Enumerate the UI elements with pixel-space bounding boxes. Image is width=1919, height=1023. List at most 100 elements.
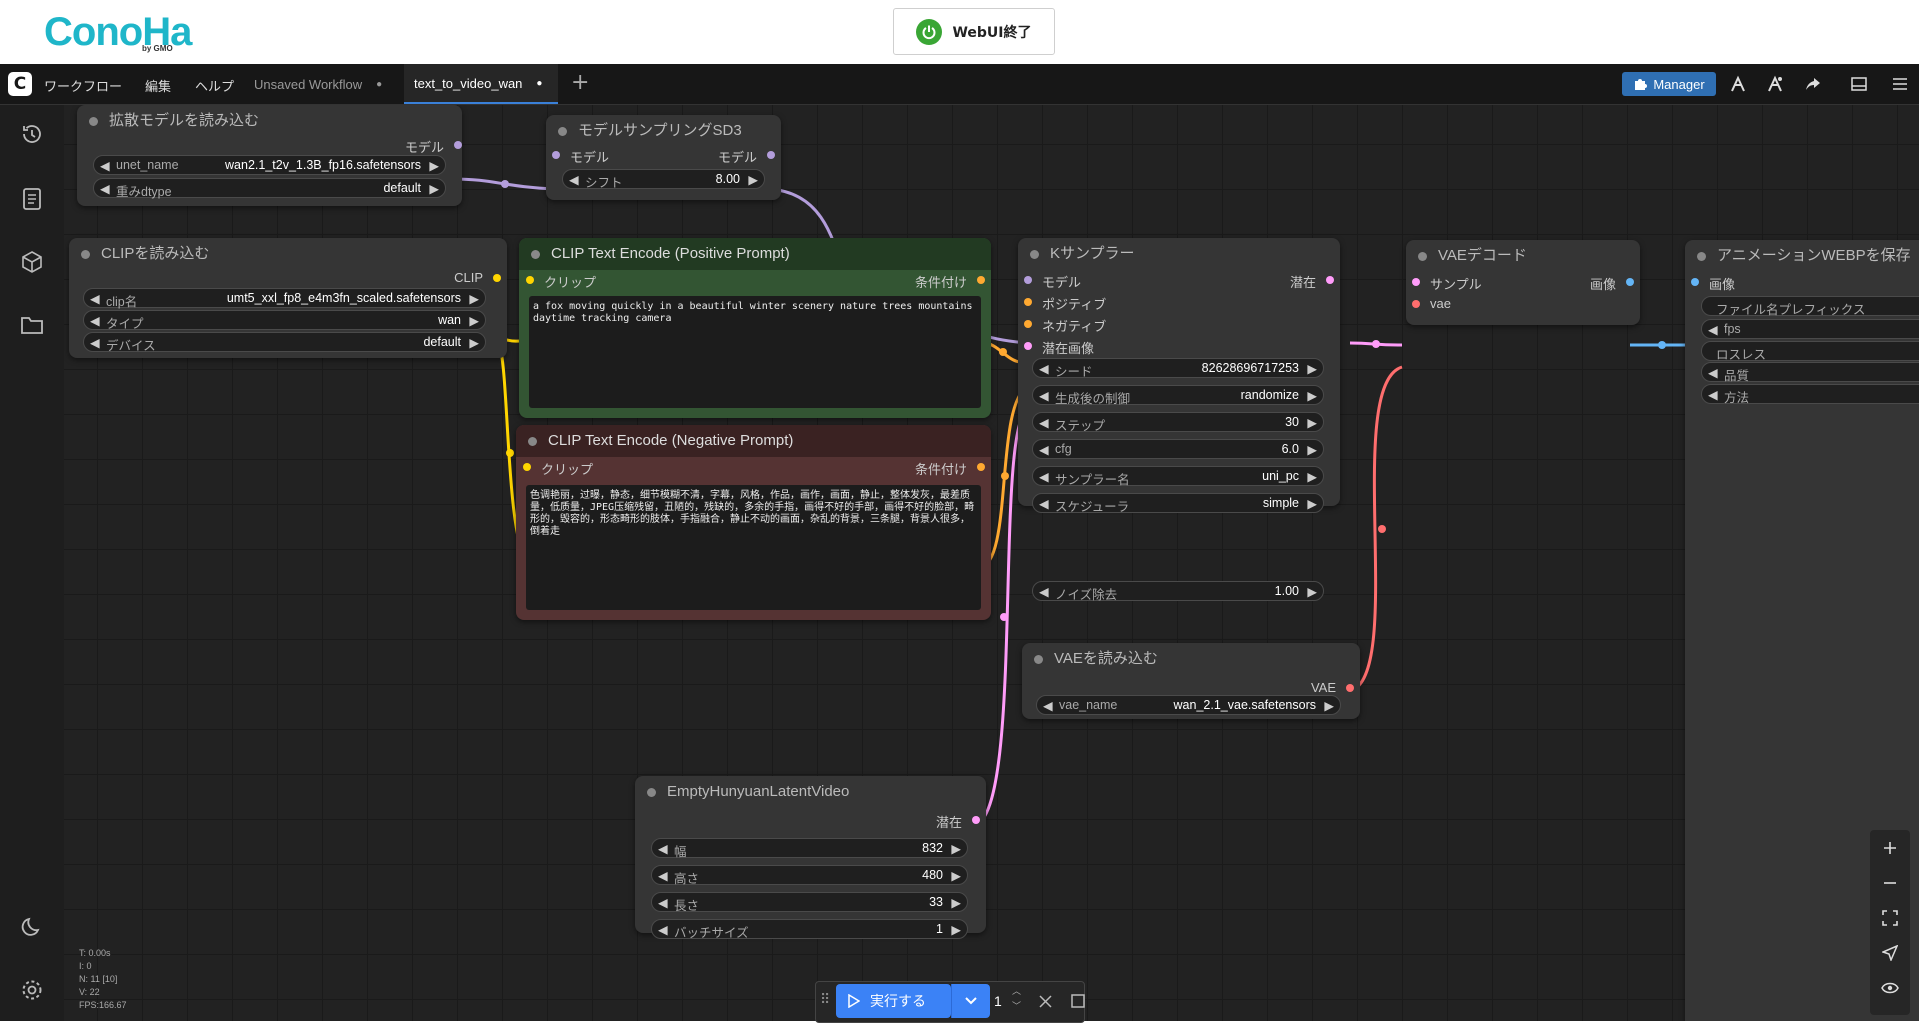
arrow-right-icon[interactable]: ▶ [1307, 470, 1317, 484]
arrow-left-icon[interactable]: ◀ [90, 292, 100, 306]
socket-dot-icon[interactable] [552, 151, 560, 159]
arrow-left-icon[interactable]: ◀ [658, 896, 668, 910]
arrow-right-icon[interactable]: ▶ [1324, 699, 1334, 713]
node-title[interactable]: モデルサンプリングSD3 [546, 115, 781, 147]
arrow-right-icon[interactable]: ▶ [1307, 389, 1317, 403]
arrow-left-icon[interactable]: ◀ [1039, 585, 1049, 599]
menu-help[interactable]: ヘルプ [195, 80, 235, 95]
arrow-right-icon[interactable]: ▶ [429, 159, 439, 173]
arrow-right-icon[interactable]: ▶ [1307, 362, 1317, 376]
socket-dot-icon[interactable] [1326, 276, 1334, 284]
document-icon[interactable] [18, 185, 46, 213]
arrow-left-icon[interactable]: ◀ [1039, 416, 1049, 430]
socket-dot-icon[interactable] [1024, 276, 1032, 284]
widget-lossless[interactable]: ロスレス [1701, 341, 1919, 362]
output-image[interactable]: 画像 [1590, 274, 1634, 293]
node-vae-decode[interactable]: VAEデコード サンプル vae 画像 [1406, 240, 1640, 325]
input-samples[interactable]: サンプル [1412, 274, 1482, 293]
input-clip[interactable]: クリップ [523, 459, 593, 478]
widget-quality[interactable]: ◀品質 [1701, 362, 1919, 383]
arrow-right-icon[interactable]: ▶ [951, 869, 961, 883]
output-vae[interactable]: VAE [1311, 680, 1354, 695]
arrow-right-icon[interactable]: ▶ [951, 923, 961, 937]
output-model[interactable]: モデル [718, 147, 775, 166]
socket-dot-icon[interactable] [1346, 684, 1354, 692]
arrow-right-icon[interactable]: ▶ [1307, 416, 1317, 430]
socket-dot-icon[interactable] [1412, 278, 1420, 286]
unsaved-dot-icon[interactable]: ● [376, 78, 383, 90]
input-model[interactable]: モデル [1024, 272, 1081, 291]
panel-toggle-icon[interactable] [1847, 72, 1871, 96]
widget-method[interactable]: ◀方法 [1701, 384, 1919, 405]
arrow-left-icon[interactable]: ◀ [100, 159, 110, 173]
arrow-left-icon[interactable]: ◀ [569, 173, 579, 187]
arrow-right-icon[interactable]: ▶ [951, 896, 961, 910]
manager-button[interactable]: Manager [1622, 72, 1716, 96]
arrow-left-icon[interactable]: ◀ [1708, 388, 1718, 402]
tab-unsaved-workflow[interactable]: Unsaved Workflow● [244, 64, 404, 104]
node-title[interactable]: VAEを読み込む [1022, 643, 1360, 675]
moon-icon[interactable] [18, 913, 46, 941]
input-latent-image[interactable]: 潜在画像 [1024, 338, 1094, 357]
node-title[interactable]: CLIP Text Encode (Negative Prompt) [516, 425, 991, 457]
output-conditioning[interactable]: 条件付け [915, 272, 985, 291]
node-title[interactable]: CLIPを読み込む [69, 238, 507, 270]
pointer-icon[interactable] [1880, 943, 1900, 963]
input-clip[interactable]: クリップ [526, 272, 596, 291]
arrow-left-icon[interactable]: ◀ [1708, 323, 1718, 337]
arrow-right-icon[interactable]: ▶ [429, 182, 439, 196]
unsaved-dot-icon[interactable]: ● [536, 77, 543, 89]
input-negative[interactable]: ネガティブ [1024, 316, 1106, 335]
socket-dot-icon[interactable] [767, 151, 775, 159]
arrow-left-icon[interactable]: ◀ [1708, 366, 1718, 380]
arrow-left-icon[interactable]: ◀ [1039, 497, 1049, 511]
arrow-left-icon[interactable]: ◀ [658, 842, 668, 856]
socket-dot-icon[interactable] [977, 463, 985, 471]
socket-dot-icon[interactable] [1024, 320, 1032, 328]
node-title[interactable]: EmptyHunyuanLatentVideo [635, 776, 986, 808]
folder-icon[interactable] [18, 311, 46, 339]
input-vae[interactable]: vae [1412, 296, 1451, 311]
node-tree-icon[interactable] [1726, 72, 1750, 96]
cube-icon[interactable] [18, 248, 46, 276]
arrow-right-icon[interactable]: ▶ [951, 842, 961, 856]
input-positive[interactable]: ポジティブ [1024, 294, 1106, 313]
node-clip-text-encode-negative[interactable]: CLIP Text Encode (Negative Prompt) クリップ … [516, 425, 991, 620]
node-title[interactable]: 拡散モデルを読み込む [77, 105, 462, 137]
batch-count-input[interactable]: 1 [994, 993, 1002, 1009]
arrow-right-icon[interactable]: ▶ [469, 292, 479, 306]
arrow-right-icon[interactable]: ▶ [1307, 585, 1317, 599]
output-clip[interactable]: CLIP [454, 270, 501, 285]
run-button[interactable]: 実行する [836, 984, 951, 1018]
gear-icon[interactable] [18, 976, 46, 1004]
socket-dot-icon[interactable] [977, 276, 985, 284]
input-model[interactable]: モデル [552, 147, 609, 166]
arrow-right-icon[interactable]: ▶ [1307, 443, 1317, 457]
output-conditioning[interactable]: 条件付け [915, 459, 985, 478]
eye-icon[interactable] [1880, 978, 1900, 998]
negative-prompt-textarea[interactable]: 色调艳丽，过曝，静态，细节模糊不清，字幕，风格，作品，画作，画面，静止，整体发灰… [526, 485, 981, 610]
socket-dot-icon[interactable] [523, 463, 531, 471]
positive-prompt-textarea[interactable]: a fox moving quickly in a beautiful wint… [529, 296, 981, 408]
share-icon[interactable] [1801, 72, 1825, 96]
socket-dot-icon[interactable] [1024, 298, 1032, 306]
node-save-animated-webp[interactable]: アニメーションWEBPを保存 画像 ファイル名プレフィックス ◀fps ロスレス… [1685, 240, 1919, 1021]
add-tab-icon[interactable]: + [571, 70, 590, 95]
